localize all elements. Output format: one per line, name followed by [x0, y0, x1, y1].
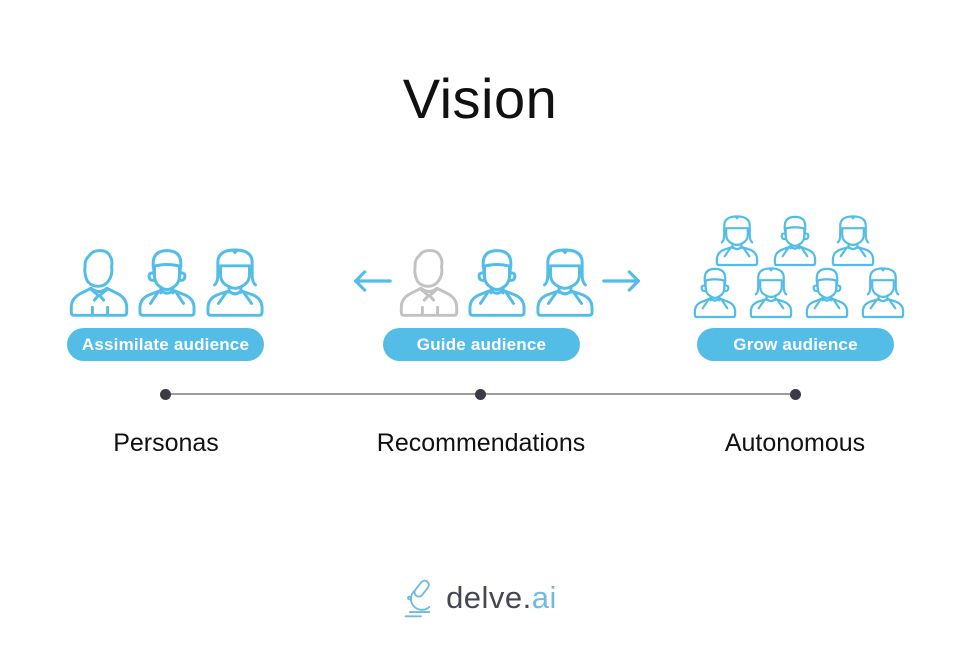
stage-autonomous-audience-row2: [690, 264, 908, 319]
brand-logo: delve.ai: [0, 577, 960, 619]
woman-icon: [715, 215, 759, 267]
woman-icon: [536, 248, 594, 317]
man-collar-icon-inactive: [399, 249, 459, 317]
guide-audience-pill: Guide audience: [383, 328, 580, 361]
young-man-icon: [805, 267, 849, 319]
timeline-dot: [160, 389, 171, 400]
young-man-icon: [773, 215, 817, 267]
timeline-dot: [790, 389, 801, 400]
stage-label-recommendations: Recommendations: [376, 429, 586, 457]
assimilate-audience-pill: Assimilate audience: [67, 328, 264, 361]
page-title: Vision: [402, 67, 558, 130]
microscope-icon: [404, 579, 431, 618]
young-man-icon: [693, 267, 737, 319]
brand-name: delve.ai: [446, 580, 557, 616]
young-man-icon: [138, 249, 196, 317]
stage-label-personas: Personas: [113, 429, 219, 457]
stage-personas-audience: [66, 243, 268, 319]
stage-recommendations-audience: [350, 243, 644, 319]
woman-icon: [206, 248, 264, 317]
stage-autonomous-audience-row1: [712, 212, 878, 267]
woman-icon: [861, 267, 905, 319]
woman-icon: [749, 267, 793, 319]
brand-name-dot: .: [522, 580, 532, 615]
arrow-left-icon: [354, 270, 392, 292]
arrow-right-icon: [602, 270, 640, 292]
woman-icon: [831, 215, 875, 267]
brand-name-delve: delve: [446, 580, 523, 615]
stage-label-autonomous: Autonomous: [724, 429, 866, 457]
man-collar-icon: [69, 249, 129, 317]
young-man-icon: [468, 249, 526, 317]
grow-audience-pill: Grow audience: [697, 328, 894, 361]
brand-name-ai: ai: [531, 580, 557, 615]
timeline-dot: [475, 389, 486, 400]
